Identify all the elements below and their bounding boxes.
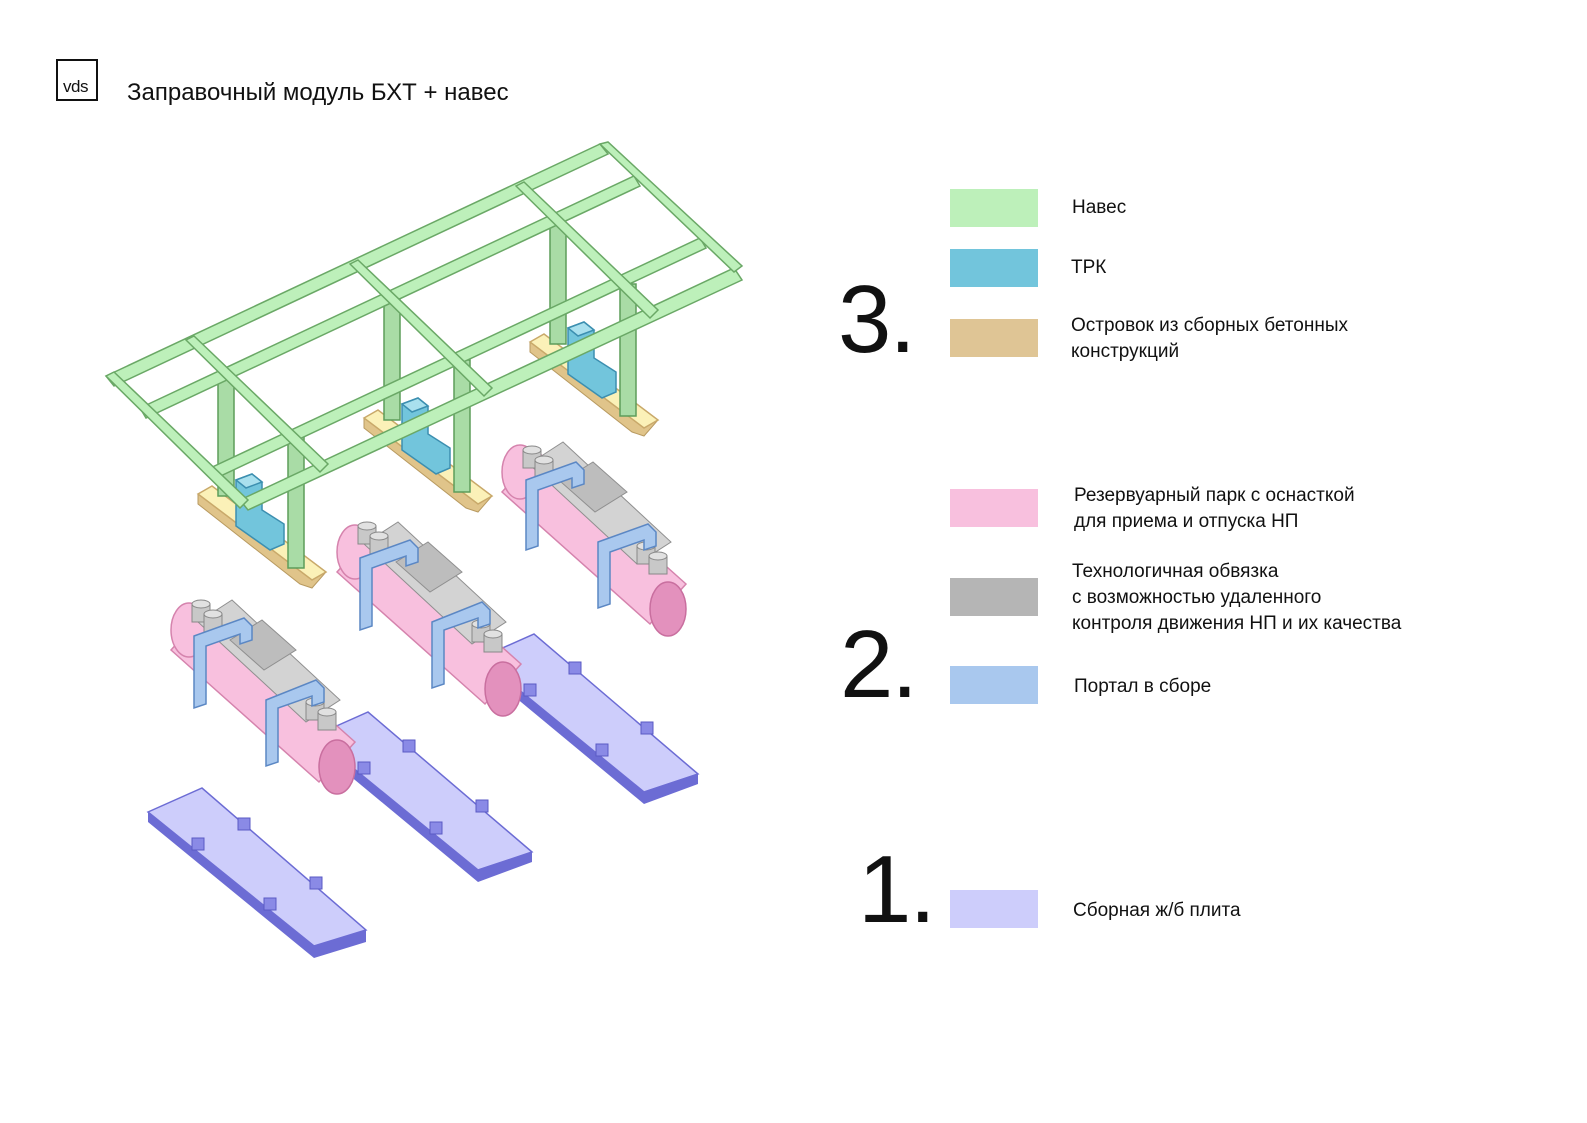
tank-a-portals: [193, 617, 325, 768]
step-number-3: 3.: [838, 266, 916, 373]
slab-1: [146, 787, 368, 958]
logo-text: vds: [63, 77, 88, 96]
legend-label-tank-line2: для приема и отпуска НП: [1074, 511, 1299, 532]
tank-c-portals: [525, 461, 657, 610]
legend-label-piping-line2: с возможностью удаленного: [1072, 587, 1322, 608]
legend-label-slab: Сборная ж/б плита: [1073, 900, 1241, 921]
legend-swatch-island: [950, 319, 1038, 357]
legend-label-portal: Портал в сборе: [1074, 676, 1212, 697]
step-number-2: 2.: [840, 611, 918, 718]
legend-label-dispenser: ТРК: [1071, 257, 1107, 278]
legend-swatch-canopy: [950, 189, 1038, 227]
canopy-frame: [104, 141, 744, 511]
legend-swatch-dispenser: [950, 249, 1038, 287]
canopy: [104, 141, 744, 569]
tank-c: [500, 441, 688, 637]
legend-swatch-portal: [950, 666, 1038, 704]
tank-park: [169, 441, 688, 795]
page-title: Заправочный модуль БХТ + навес: [127, 79, 509, 106]
legend-label-piping-line1: Технологичная обвязка: [1072, 561, 1279, 582]
legend-swatch-slab: [950, 890, 1038, 928]
vds-logo: vds: [56, 59, 98, 101]
legend-label-island-line1: Островок из сборных бетонных: [1071, 315, 1349, 336]
tank-a: [169, 599, 357, 795]
tank-b: [335, 521, 523, 717]
tank-a-valves: [191, 599, 337, 731]
step-number-1: 1.: [858, 836, 936, 943]
legend-swatch-tank: [950, 489, 1038, 527]
precast-slabs: [146, 633, 700, 958]
legend-swatch-piping: [950, 578, 1038, 616]
tank-b-portals: [359, 539, 491, 690]
legend-label-island-line2: конструкций: [1071, 341, 1180, 362]
slab-2: [312, 711, 534, 882]
slab-3: [478, 633, 700, 804]
legend-label-piping-line3: контроля движения НП и их качества: [1072, 613, 1402, 634]
legend-label-canopy: Навес: [1072, 197, 1127, 218]
legend-label-tank-line1: Резервуарный парк с оснасткой: [1074, 485, 1355, 506]
